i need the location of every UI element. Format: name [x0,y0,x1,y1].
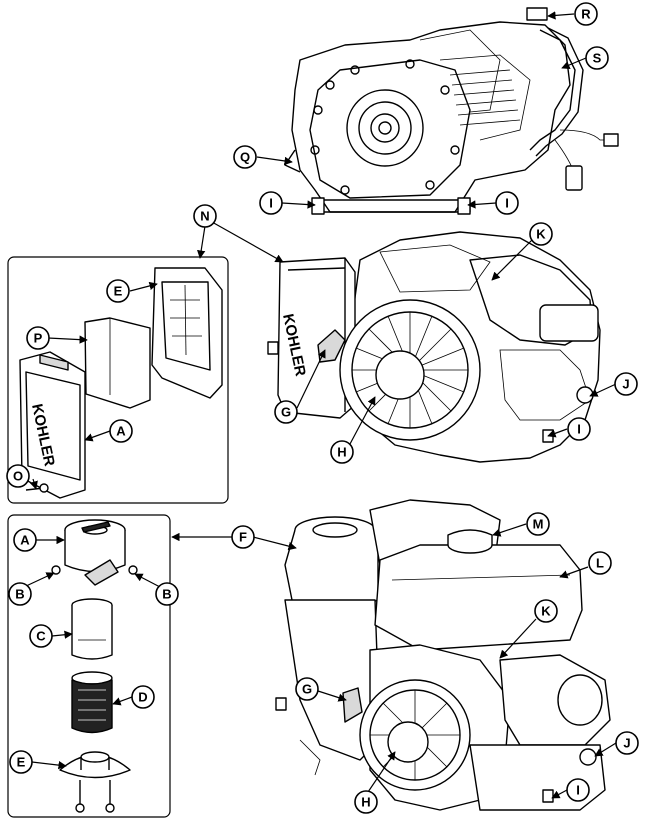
svg-text:I: I [577,422,581,437]
inset-canister-air-cleaner [7,514,171,818]
callout-L: L [588,551,612,575]
svg-text:Q: Q [240,150,250,165]
callout-M: M [526,512,550,536]
svg-text:H: H [361,795,370,810]
svg-text:E: E [114,284,123,299]
svg-text:E: E [17,755,26,770]
callout-E-canister: E [9,750,33,774]
callout-I-top-right: I [495,191,519,215]
engine-bottom-illustration [275,499,611,811]
svg-text:A: A [20,533,30,548]
callout-Q: Q [233,145,257,169]
callout-J-bottom: J [615,731,639,755]
svg-text:K: K [541,604,551,619]
svg-text:F: F [239,530,247,545]
callout-G-middle: G [274,400,298,424]
svg-text:I: I [269,196,273,211]
svg-text:P: P [34,331,43,346]
callout-G-bottom: G [295,677,319,701]
callout-J-middle: J [614,372,638,396]
leader-lines [23,11,617,799]
svg-text:I: I [576,783,580,798]
canister-air-cleaner-parts [51,519,138,813]
svg-text:I: I [505,196,509,211]
svg-text:J: J [623,736,630,751]
callout-R: R [574,2,598,26]
svg-text:H: H [337,445,346,460]
callout-E-panel: E [106,279,130,303]
callout-H-middle: H [330,440,354,464]
svg-text:K: K [536,227,546,242]
svg-text:C: C [36,629,46,644]
panel-air-cleaner-parts [19,267,223,499]
svg-text:B: B [162,587,171,602]
engine-top-illustration [284,7,619,215]
callout-K-bottom: K [534,599,558,623]
svg-text:G: G [281,405,291,420]
callout-O: O [6,464,30,488]
callout-H-bottom: H [354,790,378,814]
callout-I-top-left: I [259,191,283,215]
callout-F: F [231,525,255,549]
svg-text:M: M [533,517,544,532]
svg-text:R: R [581,7,591,22]
callout-B-left: B [8,582,32,606]
svg-text:S: S [593,51,602,66]
svg-text:D: D [138,690,147,705]
svg-text:L: L [596,556,604,571]
callout-S: S [585,46,609,70]
callout-C: C [29,624,53,648]
callout-D: D [131,685,155,709]
callout-N: N [193,204,217,228]
svg-text:A: A [116,424,126,439]
callout-A-canister: A [13,528,37,552]
svg-text:N: N [200,209,209,224]
svg-text:J: J [622,377,629,392]
inset-panel-air-cleaner [7,256,229,504]
callout-I-middle: I [567,417,591,441]
svg-text:B: B [15,587,24,602]
callout-A-panel: A [109,419,133,443]
svg-text:G: G [302,682,312,697]
callout-P: P [26,326,50,350]
callout-I-bottom: I [566,778,590,802]
engine-middle-illustration [267,231,601,463]
callout-B-right: B [155,582,179,606]
svg-text:O: O [13,469,23,484]
callout-K-middle: K [529,222,553,246]
